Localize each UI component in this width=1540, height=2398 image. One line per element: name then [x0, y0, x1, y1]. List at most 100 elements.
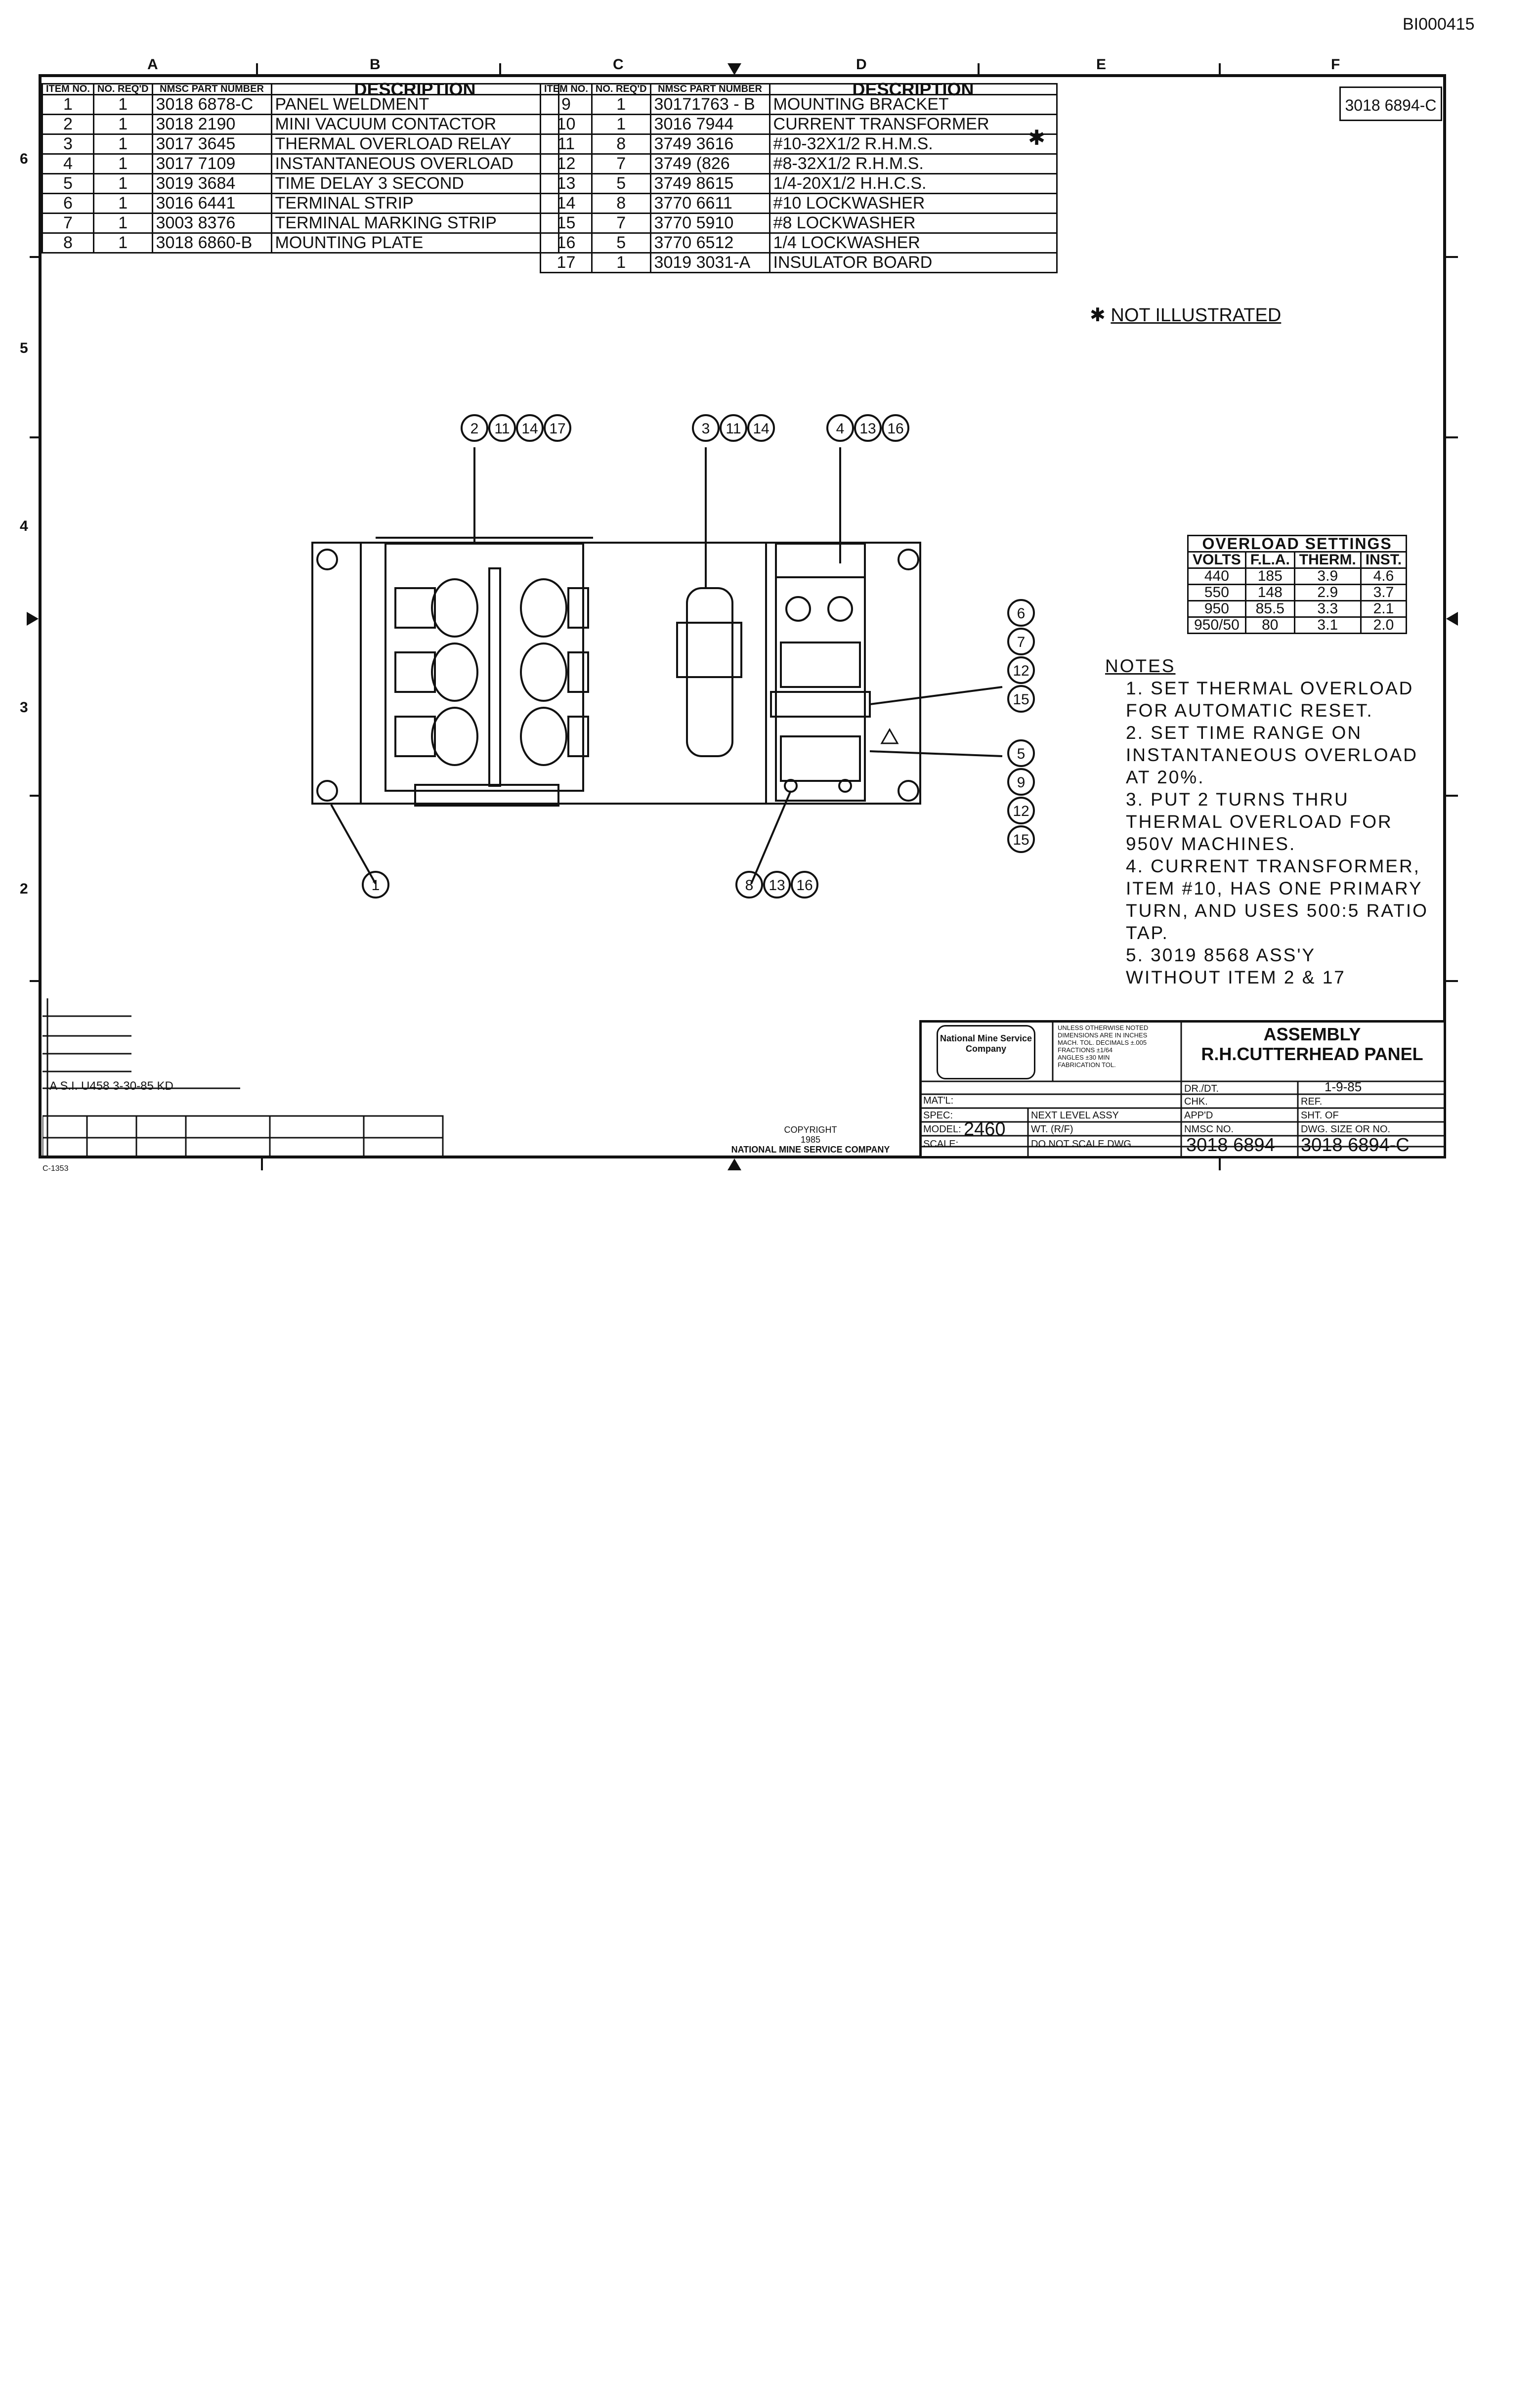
asterisk-icon: ✱ — [1090, 305, 1106, 326]
notes-title: NOTES — [1105, 656, 1176, 676]
parts-cell-part: 3003 8376 — [151, 213, 272, 234]
corner-dwg-number: 3018 6894-C — [1339, 86, 1442, 121]
hdr-no-reqd: NO. REQ'D — [591, 83, 651, 95]
callout-2: 2 — [471, 421, 479, 437]
parts-cell-qty: 1 — [92, 114, 153, 135]
parts-cell-item: 10 — [540, 114, 593, 135]
parts-cell-qty: 1 — [591, 94, 651, 115]
overload-settings-table: OVERLOAD SETTINGS VOLTS F.L.A. THERM. IN… — [1187, 535, 1408, 634]
overload-cell: 85.5 — [1244, 600, 1295, 618]
parts-cell-qty: 7 — [591, 213, 651, 234]
parts-cell-part: 3017 3645 — [151, 133, 272, 155]
overload-cell: 185 — [1244, 567, 1295, 585]
hdr-part-number: NMSC PART NUMBER — [151, 83, 272, 95]
parts-cell-desc: MOUNTING BRACKET — [769, 94, 1058, 115]
label-dwg-size: DWG. SIZE OR NO. — [1301, 1124, 1391, 1135]
note-1: 1. SET THERMAL OVERLOAD FOR AUTOMATIC RE… — [1126, 678, 1414, 721]
current-transformer — [686, 587, 733, 757]
not-illustrated-marker: ✱ — [1028, 126, 1046, 149]
vacuum-contactor — [385, 543, 584, 792]
label-matl: MAT'L: — [923, 1095, 954, 1106]
label-wt: WT. (R/F) — [1031, 1124, 1073, 1135]
callout-16: 16 — [796, 877, 813, 894]
parts-cell-qty: 1 — [92, 94, 153, 115]
parts-cell-desc: #8-32X1/2 R.H.M.S. — [769, 153, 1058, 174]
parts-cell-item: 6 — [42, 193, 94, 214]
copyright-year: 1985 — [800, 1135, 821, 1145]
parts-cell-part: 3017 7109 — [151, 153, 272, 174]
callout-12: 12 — [1013, 663, 1029, 679]
parts-cell-qty: 1 — [92, 232, 153, 254]
label-nmsc-no: NMSC NO. — [1184, 1124, 1234, 1135]
callout-8: 8 — [745, 877, 754, 894]
hdr-item-no: ITEM NO. — [540, 83, 593, 95]
parts-cell-desc: #8 LOCKWASHER — [769, 213, 1058, 234]
parts-cell-item: 4 — [42, 153, 94, 174]
note-2: 2. SET TIME RANGE ON INSTANTANEOUS OVERL… — [1126, 723, 1418, 787]
hdr-part-number: NMSC PART NUMBER — [649, 83, 770, 95]
parts-cell-item: 5 — [42, 173, 94, 194]
callout-1: 1 — [372, 877, 380, 894]
label-appd: APP'D — [1184, 1110, 1213, 1121]
callout-9: 9 — [1017, 774, 1026, 791]
zone-row-6: 6 — [20, 151, 28, 167]
callout-balloons — [362, 414, 1035, 899]
parts-cell-part: 30171763 - B — [649, 94, 770, 115]
parts-cell-item: 9 — [540, 94, 593, 115]
parts-cell-qty: 1 — [92, 213, 153, 234]
frame-ticks — [27, 63, 1458, 1170]
callout-12: 12 — [1013, 803, 1029, 819]
overload-cell: 2.9 — [1293, 584, 1362, 601]
callout-17: 17 — [549, 421, 565, 437]
panel-weldment-outline — [311, 542, 921, 805]
nmsc-number: 3018 6894 — [1186, 1135, 1275, 1156]
drawing-title-line2: R.H.CUTTERHEAD PANEL — [1201, 1044, 1423, 1064]
drawing-frame — [39, 74, 1446, 1158]
overload-cell: 2.0 — [1360, 616, 1408, 634]
not-illustrated-text: NOT ILLUSTRATED — [1111, 305, 1282, 326]
parts-cell-item: 15 — [540, 213, 593, 234]
tol-line: ANGLES ±30 MIN — [1058, 1054, 1110, 1061]
parts-cell-desc: CURRENT TRANSFORMER — [769, 114, 1058, 135]
callout-6: 6 — [1017, 605, 1026, 622]
note-3: 3. PUT 2 TURNS THRU THERMAL OVERLOAD FOR… — [1126, 789, 1393, 854]
tol-line: FRACTIONS ±1/64 — [1058, 1046, 1113, 1054]
bottom-code: C-1353 — [43, 1164, 69, 1173]
tol-line: FABRICATION TOL. — [1058, 1061, 1116, 1069]
parts-cell-item: 2 — [42, 114, 94, 135]
zone-col-e: E — [1096, 56, 1107, 73]
parts-cell-qty: 5 — [591, 173, 651, 194]
parts-cell-desc: 1/4-20X1/2 H.H.C.S. — [769, 173, 1058, 194]
callout-13: 13 — [769, 877, 785, 894]
parts-cell-item: 11 — [540, 133, 593, 155]
parts-cell-item: 1 — [42, 94, 94, 115]
callout-11: 11 — [494, 421, 510, 437]
overload-cell: 3.7 — [1360, 584, 1408, 601]
parts-cell-desc: TERMINAL STRIP — [270, 193, 559, 214]
parts-cell-qty: 1 — [591, 252, 651, 273]
copyright-company: NATIONAL MINE SERVICE COMPANY — [731, 1145, 890, 1155]
zone-col-b: B — [370, 56, 381, 73]
parts-cell-part: 3749 3616 — [649, 133, 770, 155]
zone-row-4: 4 — [20, 518, 28, 534]
callout-4: 4 — [836, 421, 845, 437]
label-sht: SHT. OF — [1301, 1110, 1339, 1121]
note-4: 4. CURRENT TRANSFORMER, ITEM #10, HAS ON… — [1126, 856, 1428, 943]
callout-15: 15 — [1013, 832, 1029, 848]
parts-cell-qty: 1 — [92, 173, 153, 194]
parts-cell-desc: 1/4 LOCKWASHER — [769, 232, 1058, 254]
parts-cell-part: 3770 6512 — [649, 232, 770, 254]
callout-3: 3 — [702, 421, 710, 437]
label-dr: DR./DT. — [1184, 1083, 1219, 1094]
